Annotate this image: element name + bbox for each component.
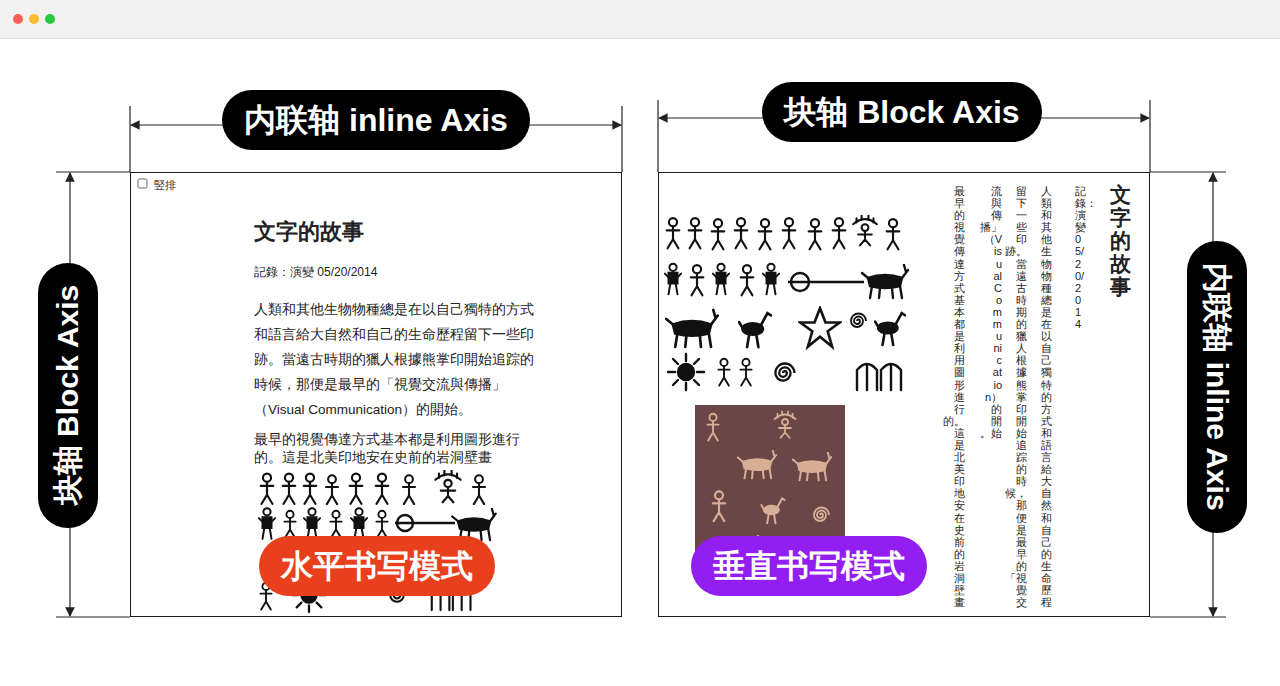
axis-pill: 内联轴 inline Axis xyxy=(1187,241,1247,533)
pill-label: 内联轴 inline Axis xyxy=(244,104,508,136)
close-dot xyxy=(13,14,23,24)
mode-pill: 垂直书写模式 xyxy=(691,536,927,596)
pill-label: 块轴 Block Axis xyxy=(784,96,1019,128)
article-heading: 文字的故事 xyxy=(254,219,364,245)
axis-pill: 块轴 Block Axis xyxy=(762,82,1042,142)
zoom-dot xyxy=(45,14,55,24)
checkbox xyxy=(138,179,147,188)
minimize-dot xyxy=(29,14,39,24)
pill-label: 水平书写模式 xyxy=(281,550,473,582)
article-paragraph: 人類和其他生物物種總是在以自己獨特的方式和語言給大自然和自己的生命歷程留下一些印… xyxy=(254,297,534,422)
horizontal-page-panel: 竪排文字的故事記錄：演變 05/20/2014 人類和其他生物物種總是在以自己獨特… xyxy=(130,172,622,617)
checkbox-label: 竪排 xyxy=(154,179,176,192)
pill-label: 内联轴 inline Axis xyxy=(1202,263,1232,510)
petroglyph-illustration xyxy=(665,216,908,580)
article-paragraph: 人類和其他生物物種總是在以自己獨特的方式和語言給大自然和自己的生命歷程留下一些印… xyxy=(991,185,1052,611)
mode-pill: 水平书写模式 xyxy=(259,536,495,596)
axis-pill: 内联轴 inline Axis xyxy=(222,90,530,150)
article-date: 記錄：演變 05/20/2014 xyxy=(254,265,377,279)
article-date: 記錄：演變 05/20/2014 xyxy=(1075,185,1086,330)
article-paragraph: 最早的視覺傳達方式基本都是利用圖形進行的。這是北美印地安在史前的岩洞壁畫 xyxy=(254,431,534,467)
article-heading: 文字的故事 xyxy=(1110,183,1131,298)
article-paragraph: 最早的視覺傳達方式基本都是利用圖形進行的。這是北美印地安在史前的岩洞壁畫 xyxy=(934,185,965,611)
petroglyph-illustration xyxy=(259,471,496,612)
dimension-lines xyxy=(56,100,1226,617)
pill-label: 块轴 Block Axis xyxy=(53,285,83,506)
window-bar xyxy=(0,0,1280,39)
vertical-page-panel: 文字的故事 記錄：演變 05/20/2014 人類和其他生物物種總是在以自己獨特的方… xyxy=(658,172,1150,617)
pill-label: 垂直书写模式 xyxy=(713,550,905,582)
axis-pill: 块轴 Block Axis xyxy=(38,263,98,528)
